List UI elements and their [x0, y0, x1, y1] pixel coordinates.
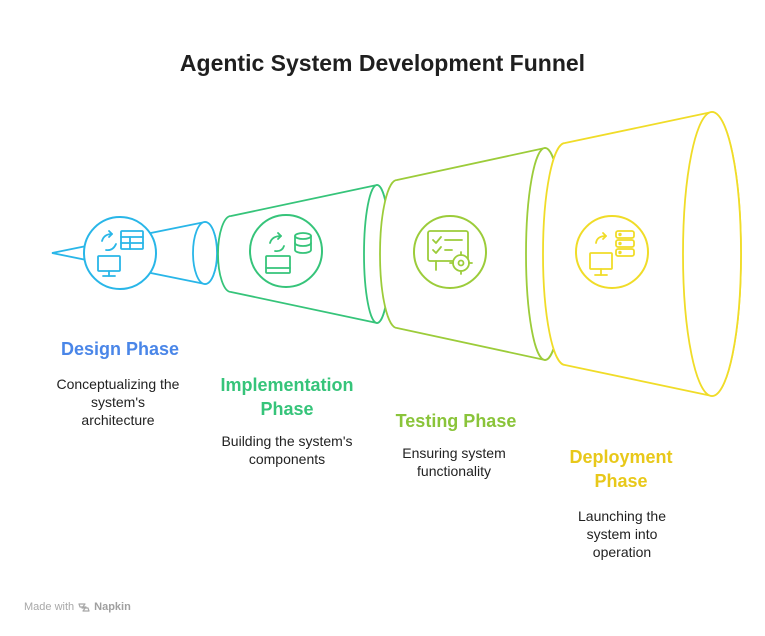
footer-prefix: Made with	[24, 601, 75, 613]
design-layout-icon	[97, 230, 144, 277]
database-monitor-icon	[265, 232, 312, 274]
phase-desc-line: Ensuring system	[402, 445, 506, 461]
phase-desc-line: functionality	[417, 463, 491, 479]
funnel-segment-design	[51, 216, 218, 290]
testing-phase-description: Ensuring system functionality	[364, 444, 544, 480]
footer-brand: Napkin	[94, 601, 131, 613]
diagram-title: Agentic System Development Funnel	[179, 50, 586, 76]
deployment-phase-description: Launching the system into operation	[532, 507, 712, 561]
phase-desc-line: components	[248, 451, 326, 467]
funnel-segment-deployment	[542, 111, 742, 397]
napkin-logo-icon	[78, 602, 90, 612]
design-phase-title: Design Phase	[30, 337, 210, 361]
design-phase-description: Conceptualizing the system's architectur…	[28, 375, 208, 429]
deployment-phase-title: Deployment Phase	[531, 445, 711, 493]
made-with-footer: Made with Napkin	[24, 601, 131, 613]
implementation-phase-description: Building the system's components	[197, 432, 377, 468]
phase-desc-line: architecture	[81, 412, 155, 428]
phase-title-line: Deployment	[569, 447, 673, 467]
checklist-gear-icon	[427, 230, 473, 275]
server-monitor-icon	[589, 230, 635, 276]
phase-desc-line: operation	[592, 544, 652, 560]
phase-desc-line: Building the system's	[221, 433, 353, 449]
phase-title-line: Phase	[594, 471, 648, 491]
phase-title-line: Design Phase	[60, 339, 180, 359]
implementation-phase-title: Implementation Phase	[197, 373, 377, 421]
phase-title-line: Implementation	[220, 375, 354, 395]
phase-desc-line: system's	[90, 394, 145, 410]
phase-desc-line: Conceptualizing the	[56, 376, 180, 392]
funnel-segment-implementation	[217, 184, 391, 324]
phase-desc-line: Launching the	[578, 508, 666, 524]
funnel-segment-testing	[379, 147, 565, 361]
phase-desc-line: system into	[586, 526, 658, 542]
phase-title-line: Phase	[260, 399, 314, 419]
testing-phase-title: Testing Phase	[366, 409, 546, 433]
phase-title-line: Testing Phase	[395, 411, 517, 431]
